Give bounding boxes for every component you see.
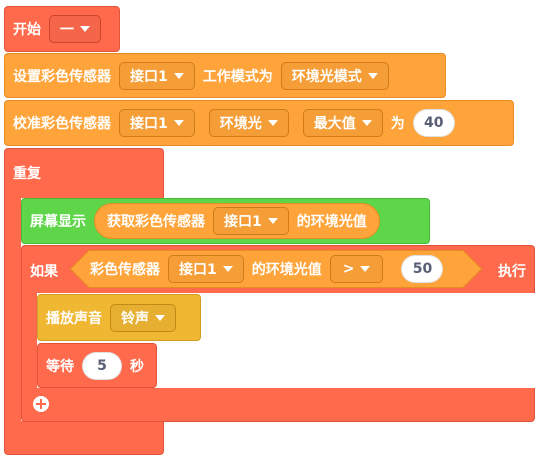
if-label: 如果 — [30, 264, 58, 280]
chevron-down-icon — [267, 120, 278, 126]
calibrate-label: 校准彩色传感器 — [13, 116, 111, 132]
chevron-down-icon — [222, 266, 233, 272]
display-block[interactable]: 屏幕显示 获取彩色传感器 接口1 的环境光值 — [21, 198, 430, 244]
calibrate-extreme-dropdown[interactable]: 最大值 — [302, 109, 383, 137]
condition-hexagon[interactable]: 彩色传感器 接口1 的环境光值 > 50 — [70, 250, 482, 288]
mode-value: 环境光模式 — [291, 69, 362, 85]
start-dropdown[interactable]: 一 — [49, 15, 101, 43]
threshold-input[interactable]: 50 — [401, 255, 444, 283]
mode-dropdown[interactable]: 环境光模式 — [280, 62, 389, 90]
calibrate-sensor-block[interactable]: 校准彩色传感器 接口1 环境光 最大值 为 40 — [4, 100, 514, 146]
start-dropdown-value: 一 — [60, 22, 74, 38]
chevron-down-icon — [155, 315, 165, 321]
if-sensor-label: 彩色传感器 — [90, 262, 160, 278]
if-suffix: 的环境光值 — [251, 262, 322, 278]
repeat-block-top[interactable]: 重复 — [4, 148, 164, 198]
chevron-down-icon — [360, 266, 371, 272]
repeat-block-bottom — [4, 421, 164, 455]
if-block-bottom[interactable] — [21, 388, 535, 422]
calibrate-extreme-value: 最大值 — [313, 116, 356, 132]
start-block[interactable]: 开始 一 — [4, 6, 120, 52]
if-port-dropdown[interactable]: 接口1 — [168, 255, 244, 283]
play-sound-label: 播放声音 — [46, 311, 102, 327]
wait-block[interactable]: 等待 5 秒 — [37, 343, 157, 388]
wait-value-input[interactable]: 5 — [82, 352, 122, 380]
reporter-suffix: 的环境光值 — [296, 214, 367, 230]
then-label: 执行 — [498, 264, 526, 280]
reporter-label: 获取彩色传感器 — [107, 214, 205, 230]
calibrate-port-dropdown[interactable]: 接口1 — [119, 109, 195, 137]
reporter-port-value: 接口1 — [224, 214, 262, 230]
sound-value: 铃声 — [121, 311, 149, 327]
chevron-down-icon — [173, 73, 184, 79]
if-port-value: 接口1 — [179, 262, 217, 278]
repeat-block-arm — [4, 197, 21, 422]
calibrate-value-input[interactable]: 40 — [412, 109, 455, 137]
wait-unit: 秒 — [130, 359, 144, 375]
wait-label: 等待 — [46, 359, 74, 375]
calibrate-port-value: 接口1 — [130, 116, 168, 132]
operator-value: > — [342, 261, 355, 277]
set-sensor-mode-block[interactable]: 设置彩色传感器 接口1 工作模式为 环境光模式 — [4, 53, 446, 98]
calibrate-type-dropdown[interactable]: 环境光 — [208, 109, 289, 137]
calibrate-type-value: 环境光 — [219, 116, 262, 132]
set-sensor-port-dropdown[interactable]: 接口1 — [119, 62, 195, 90]
get-sensor-reporter[interactable]: 获取彩色传感器 接口1 的环境光值 — [94, 203, 380, 239]
reporter-port-dropdown[interactable]: 接口1 — [213, 207, 289, 235]
chevron-down-icon — [361, 120, 372, 126]
set-sensor-label: 设置彩色传感器 — [13, 69, 111, 85]
sound-dropdown[interactable]: 铃声 — [110, 304, 176, 332]
start-label: 开始 — [13, 22, 41, 38]
chevron-down-icon — [173, 120, 184, 126]
chevron-down-icon — [367, 73, 378, 79]
operator-dropdown[interactable]: > — [329, 255, 384, 283]
if-block-arm — [21, 292, 37, 389]
add-branch-icon[interactable] — [33, 396, 49, 412]
set-sensor-port-value: 接口1 — [130, 69, 168, 85]
mode-label: 工作模式为 — [202, 69, 273, 85]
chevron-down-icon — [80, 26, 90, 32]
play-sound-block[interactable]: 播放声音 铃声 — [37, 294, 201, 341]
chevron-down-icon — [267, 218, 278, 224]
display-label: 屏幕显示 — [30, 214, 86, 230]
repeat-label: 重复 — [13, 166, 41, 182]
calibrate-to-label: 为 — [390, 116, 405, 132]
